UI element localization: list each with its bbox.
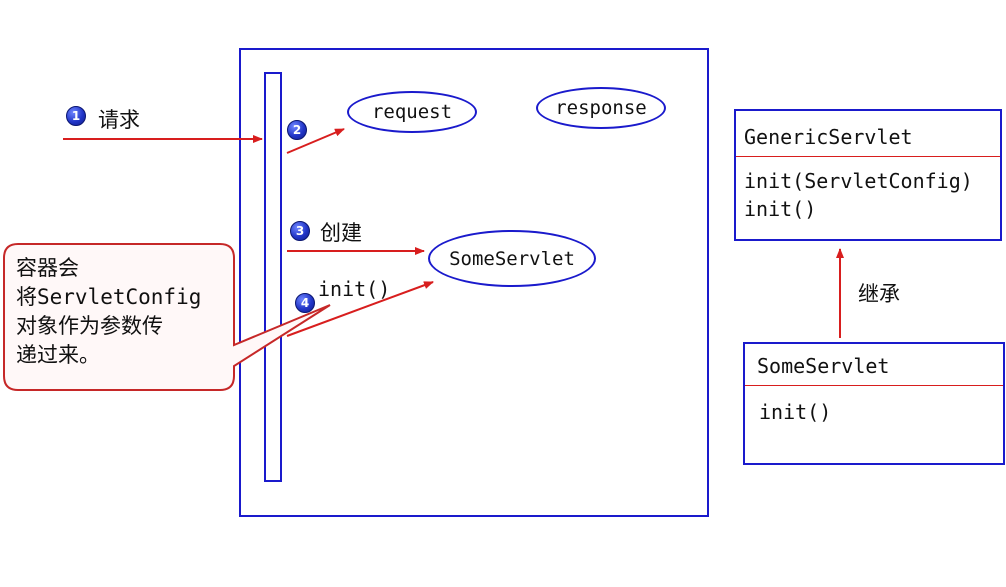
step-4-badge: 4 [295,293,315,313]
callout-line-1: 容器会 [16,256,79,280]
response-ellipse: response [536,87,666,129]
step-3-label: 创建 [320,221,362,245]
genericservlet-method-1: init(ServletConfig) [744,169,973,193]
init-arrow [286,281,434,337]
create-request-arrow [286,128,345,154]
step-1-badge: 1 [66,106,86,126]
someservlet-method-1: init() [759,400,832,424]
step-3-badge: 3 [290,221,310,241]
step-2-badge: 2 [287,120,307,140]
someservlet-ellipse: SomeServlet [428,230,596,287]
callout-line-2: 将ServletConfig [16,285,202,309]
someservlet-class-box: SomeServlet init() [743,342,1005,465]
step-4-label: init() [318,277,391,301]
callout-text: 容器会 将ServletConfig 对象作为参数传 递过来。 [16,254,201,370]
genericservlet-title: GenericServlet [744,125,913,149]
genericservlet-separator [736,156,1000,157]
request-ellipse: request [347,91,477,133]
callout-line-4: 递过来。 [16,343,100,367]
servlet-container-bar [264,72,282,482]
genericservlet-method-2: init() [744,197,817,221]
someservlet-separator [745,385,1003,386]
someservlet-title: SomeServlet [757,354,890,378]
genericservlet-class-box: GenericServlet init(ServletConfig) init(… [734,109,1002,241]
inherit-label: 继承 [858,282,900,306]
callout-line-3: 对象作为参数传 [16,314,163,338]
step-1-label: 请求 [98,108,140,132]
